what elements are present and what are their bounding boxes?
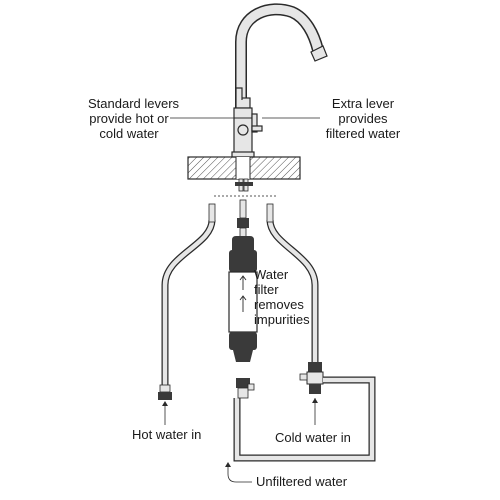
extra-lever-line-2: provides (338, 111, 388, 126)
water-filter-line-4: impurities (254, 312, 310, 327)
extra-lever-line-1: Extra lever (331, 96, 395, 111)
water-filter-line-2: filter (254, 282, 279, 297)
hot-water-in-label: Hot water in (132, 427, 202, 442)
cold-water-arrowhead (312, 398, 318, 403)
water-filter-line-1: Water (254, 267, 289, 282)
standard-levers-line-3: cold water (99, 126, 159, 141)
extra-lever-line-3: filtered water (325, 126, 401, 141)
filtered-outlet-connector (237, 199, 249, 228)
standard-levers-line-2: provide hot or (89, 111, 169, 126)
standard-levers-label: Standard levers provide hot or cold wate… (88, 96, 180, 141)
water-filter-line-3: removes (254, 297, 304, 312)
tap-spout (235, 3, 328, 118)
unfiltered-water-label: Unfiltered water (256, 474, 348, 489)
standard-levers-line-1: Standard levers (88, 96, 180, 111)
unfiltered-water-hose (233, 376, 376, 462)
unfiltered-water-arrowhead (225, 462, 231, 467)
filter-inlet-valve (236, 378, 255, 399)
cold-water-in-label: Cold water in (275, 430, 351, 445)
extra-lever (251, 113, 263, 133)
standard-levers (235, 87, 243, 100)
extra-lever-label: Extra lever provides filtered water (318, 96, 408, 141)
hot-water-hose (158, 203, 216, 400)
mounting-rods (214, 178, 276, 197)
water-filter-cartridge (228, 227, 258, 362)
cold-water-hose (266, 203, 319, 362)
hot-water-arrowhead (162, 401, 168, 406)
unfiltered-water-pointer (227, 466, 252, 483)
water-filter-label: Water filter removes impurities (254, 267, 310, 327)
cold-water-valve (299, 362, 324, 394)
worktop (187, 156, 301, 180)
